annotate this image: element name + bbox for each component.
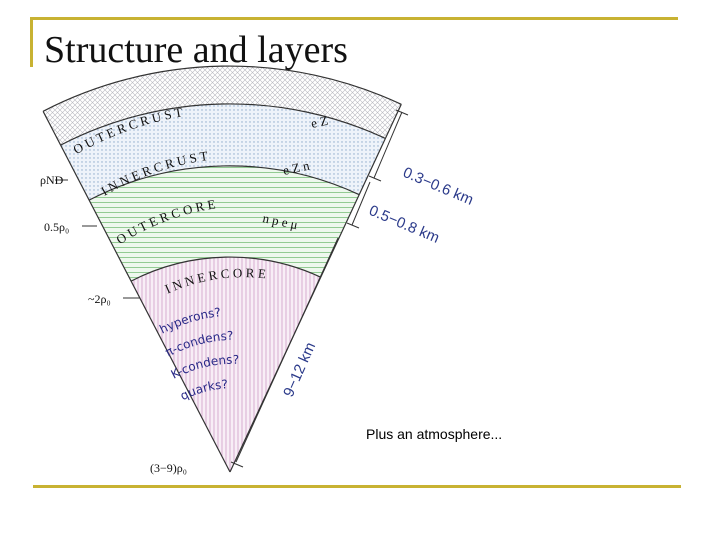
atmosphere-caption: Plus an atmosphere... (366, 426, 503, 442)
slide-title: Structure and layers (44, 29, 348, 71)
density-twice-nuclear-label: ~2ρ₀ (88, 292, 111, 306)
inner-crust-composition: e Z n (282, 158, 312, 178)
bottom-rule (33, 485, 681, 488)
crust-thickness-label: 0.3−0.6 km (400, 164, 475, 209)
density-half-nuclear-label: 0.5ρ₀ (44, 220, 69, 234)
density-center-label: (3−9)ρ₀ (150, 461, 187, 475)
outer-crust-composition: e Z (310, 113, 330, 131)
outer-core-composition: n p e μ (261, 210, 299, 232)
top-rule (30, 17, 678, 20)
density-drip-label: ρND (40, 173, 64, 187)
left-rule (30, 17, 33, 67)
outer-core-thickness-label: 0.5−0.8 km (366, 202, 441, 247)
